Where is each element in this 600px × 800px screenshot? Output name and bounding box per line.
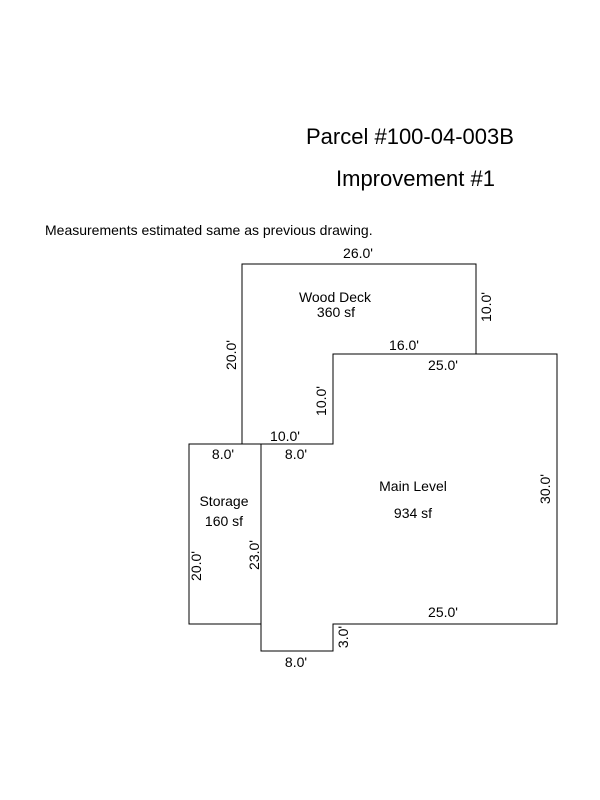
storage-label: Storage <box>199 493 248 509</box>
main-level-label: Main Level <box>379 478 447 494</box>
dim-deck-right: 10.0' <box>478 292 494 322</box>
dim-main-left: 23.0' <box>246 540 262 570</box>
storage-area: 160 sf <box>205 513 243 529</box>
dim-main-top-left: 8.0' <box>285 446 307 462</box>
main-level-area: 934 sf <box>394 505 432 521</box>
dim-main-top: 25.0' <box>428 357 458 373</box>
dim-deck-bottom: 10.0' <box>270 428 300 444</box>
page-subtitle: Improvement #1 <box>336 166 495 191</box>
dim-storage-top: 8.0' <box>212 446 234 462</box>
page-title: Parcel #100-04-003B <box>306 124 514 149</box>
dim-storage-left: 20.0' <box>188 551 204 581</box>
dim-main-bottom: 25.0' <box>428 604 458 620</box>
storage-outline <box>188 443 262 625</box>
main-level-outline <box>260 353 558 652</box>
dim-main-right: 30.0' <box>537 474 553 504</box>
dim-deck-left: 20.0' <box>223 340 239 370</box>
dim-main-notch-vertical: 3.0' <box>335 626 351 648</box>
dim-deck-step-vertical: 10.0' <box>313 386 329 416</box>
measurement-note: Measurements estimated same as previous … <box>45 222 373 238</box>
wood-deck-area: 360 sf <box>317 304 355 320</box>
dim-main-notch-bottom: 8.0' <box>285 654 307 670</box>
dim-deck-step-top: 16.0' <box>389 337 419 353</box>
dim-deck-top: 26.0' <box>343 245 373 261</box>
wood-deck-label: Wood Deck <box>299 289 372 305</box>
